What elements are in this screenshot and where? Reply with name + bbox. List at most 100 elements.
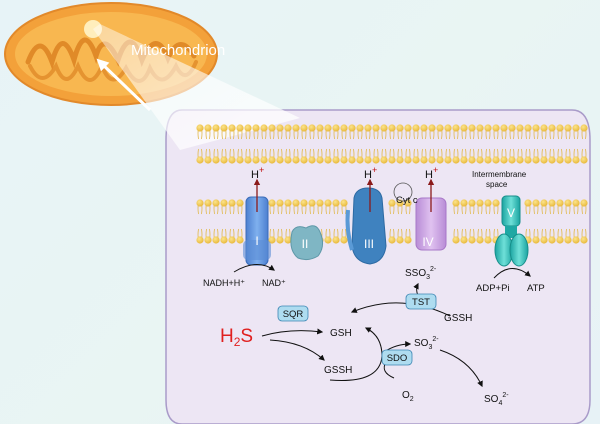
lipid-head <box>580 156 588 164</box>
lipid-head <box>268 156 276 164</box>
lipid-head <box>460 199 468 207</box>
sqr-enzyme: SQR <box>277 305 309 322</box>
lipid-head <box>540 156 548 164</box>
complex-ii: II <box>290 225 324 261</box>
zoom-arrow <box>96 58 152 112</box>
lipid-head <box>332 124 340 132</box>
lipid-head <box>468 156 476 164</box>
lipid-head <box>452 124 460 132</box>
lipid-head <box>420 156 428 164</box>
lipid-head <box>516 124 524 132</box>
lipid-head <box>388 199 396 207</box>
lipid-head <box>468 199 476 207</box>
lipid-head <box>516 156 524 164</box>
lipid-head <box>468 124 476 132</box>
complex-iii-label: III <box>364 237 374 251</box>
atp-label: ATP <box>527 283 545 294</box>
membrane-bilayers <box>196 124 588 244</box>
lipid-head <box>204 156 212 164</box>
lipid-head <box>412 124 420 132</box>
lipid-head <box>340 199 348 207</box>
lipid-head <box>220 156 228 164</box>
lipid-head <box>220 199 228 207</box>
proton-pump-iv: H+ <box>425 165 438 212</box>
lipid-head <box>476 156 484 164</box>
lipid-head <box>484 156 492 164</box>
lipid-head <box>260 156 268 164</box>
lipid-head <box>308 199 316 207</box>
lipid-head <box>452 236 460 244</box>
lipid-head <box>196 199 204 207</box>
lipid-head <box>428 156 436 164</box>
lipid-head <box>284 199 292 207</box>
lipid-head <box>324 199 332 207</box>
lipid-head <box>556 236 564 244</box>
lipid-head <box>348 156 356 164</box>
lipid-head <box>524 199 532 207</box>
lipid-head <box>316 199 324 207</box>
lipid-head <box>228 124 236 132</box>
so4-label: SO42- <box>484 392 509 407</box>
lipid-head <box>324 236 332 244</box>
lipid-head <box>276 124 284 132</box>
proton-pump-i: H+ <box>251 165 264 212</box>
lipid-head <box>452 199 460 207</box>
lipid-head <box>212 156 220 164</box>
lipid-head <box>324 124 332 132</box>
tst-enzyme: TST <box>405 293 437 310</box>
intermembrane-label-1: Intermembrane <box>472 170 527 179</box>
h2s-to-gsh-arrow <box>261 328 324 337</box>
complex-v-label: V <box>507 206 515 220</box>
lipid-head <box>236 236 244 244</box>
lipid-head <box>300 199 308 207</box>
nad-label: NAD⁺ <box>262 278 286 288</box>
lipid-head <box>580 199 588 207</box>
lipid-head <box>492 199 500 207</box>
lipid-head <box>300 124 308 132</box>
lipid-head <box>540 199 548 207</box>
lipid-head <box>580 236 588 244</box>
lipid-head <box>252 124 260 132</box>
complex-ii-label: II <box>302 237 309 251</box>
lipid-head <box>508 156 516 164</box>
lipid-head <box>564 156 572 164</box>
lipid-head <box>284 156 292 164</box>
lipid-head <box>484 236 492 244</box>
lipid-head <box>548 236 556 244</box>
lipid-head <box>380 124 388 132</box>
o2-label: O2 <box>402 390 414 403</box>
lipid-head <box>452 156 460 164</box>
lipid-head <box>564 124 572 132</box>
lipid-head <box>500 156 508 164</box>
lipid-head <box>564 236 572 244</box>
tst-arrow <box>350 302 451 317</box>
lipid-head <box>476 124 484 132</box>
lipid-head <box>212 236 220 244</box>
lipid-head <box>396 156 404 164</box>
proton-iv: H+ <box>425 165 438 181</box>
lipid-head <box>508 124 516 132</box>
lipid-head <box>500 124 508 132</box>
proton-i: H+ <box>251 165 264 181</box>
lipid-head <box>460 236 468 244</box>
sdo-enzyme: SDO <box>381 349 413 366</box>
lipid-head <box>292 199 300 207</box>
lipid-head <box>524 156 532 164</box>
lipid-head <box>284 236 292 244</box>
lipid-head <box>556 156 564 164</box>
lipid-head <box>236 124 244 132</box>
lipid-head <box>572 236 580 244</box>
h2s-label: H2S <box>220 326 253 349</box>
lipid-head <box>228 236 236 244</box>
lipid-head <box>364 156 372 164</box>
lipid-head <box>300 156 308 164</box>
lipid-head <box>364 124 372 132</box>
lipid-head <box>228 156 236 164</box>
lipid-head <box>420 124 428 132</box>
lipid-head <box>308 124 316 132</box>
lipid-head <box>236 199 244 207</box>
lipid-head <box>388 156 396 164</box>
lipid-head <box>564 199 572 207</box>
lipid-head <box>556 124 564 132</box>
sdo-label: SDO <box>387 353 408 364</box>
